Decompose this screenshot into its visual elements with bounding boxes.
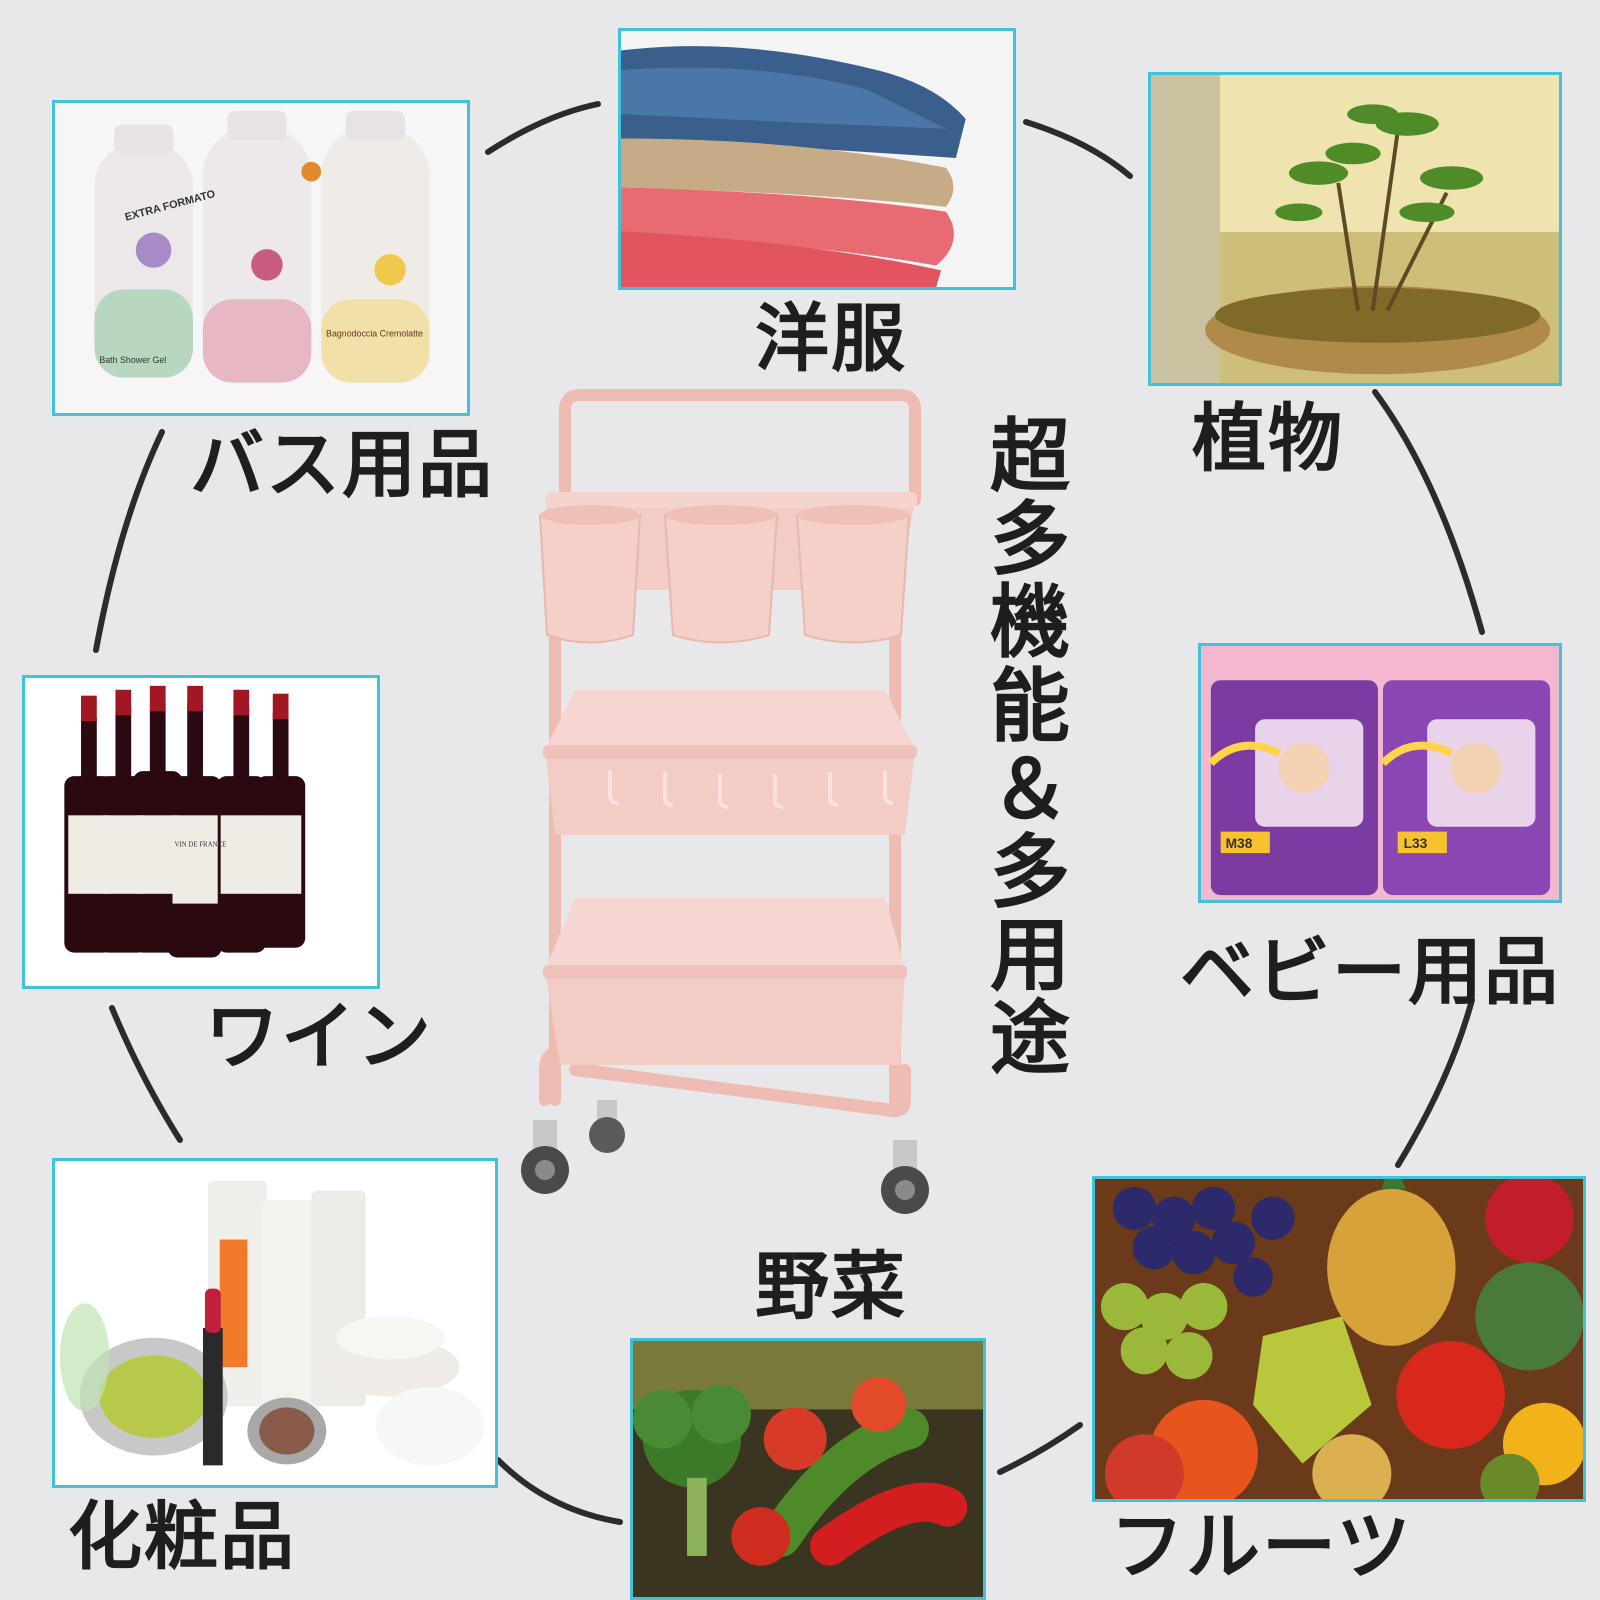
bath-gel-text: Bath Shower Gel	[99, 355, 166, 365]
arc-top-left	[485, 101, 601, 155]
fruits-photo	[1092, 1176, 1586, 1502]
arc-left-lower	[109, 1005, 183, 1143]
cosmetics-photo	[52, 1158, 498, 1488]
bath-product-name: Bagnodoccia Cremolatte	[326, 328, 423, 338]
label-baby-products: ベビー用品	[1180, 929, 1560, 1015]
arc-bottom-right	[997, 1422, 1083, 1475]
label-vegetables: 野菜	[755, 1244, 907, 1330]
wine-photo: VIN DE FRANCE	[22, 675, 380, 989]
vegetables-photo	[630, 1338, 986, 1600]
diaper-m-size: M38	[1226, 836, 1253, 851]
arc-bottom-left	[495, 1457, 623, 1525]
arc-left-upper	[93, 429, 165, 653]
label-wine: ワイン	[205, 994, 433, 1080]
plants-photo	[1148, 72, 1562, 386]
bath-products-photo: EXTRA FORMATO Bagnodoccia Cremolatte Bat…	[52, 100, 470, 416]
arc-top-right	[1023, 119, 1133, 179]
label-bath-products: バス用品	[190, 422, 494, 508]
diaper-l-size: L33	[1404, 836, 1428, 851]
clothes-photo	[618, 28, 1016, 290]
label-cosmetics: 化粧品	[68, 1494, 296, 1580]
baby-products-photo: M38 L33	[1198, 643, 1562, 903]
pink-trolley-cart	[521, 389, 929, 1214]
label-plants: 植物	[1192, 396, 1344, 482]
label-fruits: フルーツ	[1110, 1504, 1413, 1590]
arc-right-upper	[1372, 389, 1485, 635]
arc-right-lower	[1395, 997, 1475, 1168]
label-clothes: 洋服	[755, 296, 907, 382]
page-title: 超多機能＆多用途	[990, 410, 1070, 1086]
wine-label-text: VIN DE FRANCE	[174, 842, 226, 849]
